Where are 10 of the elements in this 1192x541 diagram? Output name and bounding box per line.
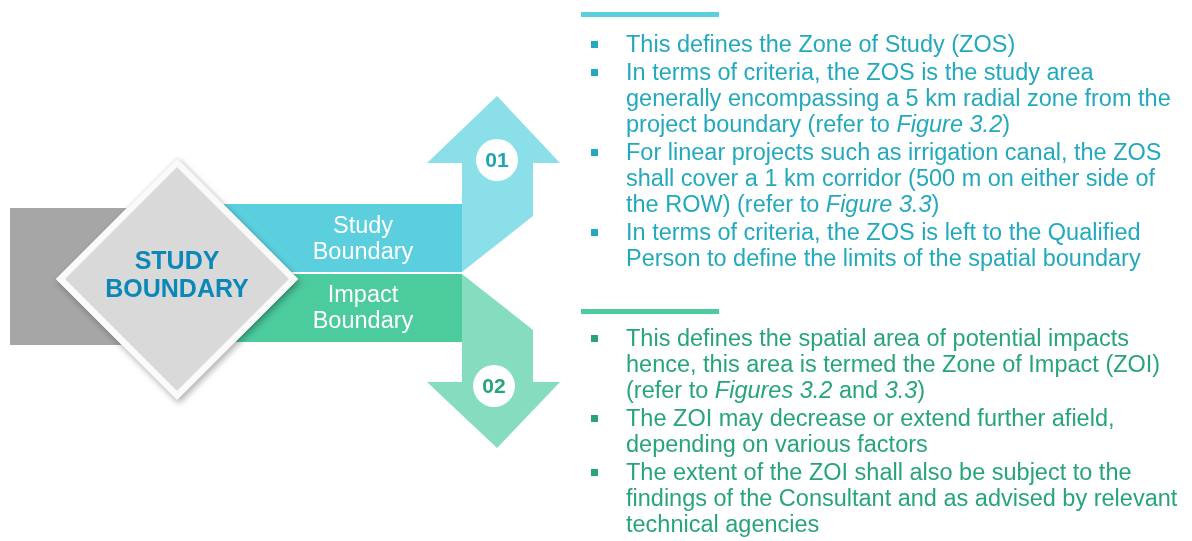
bullet-text: This defines the Zone of Study (ZOS) bbox=[626, 31, 1017, 57]
bullet-text: For linear projects such as irrigation canal, the ZOS shall cover a 1 km corridor (500 m on either side of the ROW) (refer to Figure 3.3) bbox=[626, 139, 1163, 217]
bullet-text: The ZOI may decrease or extend further afield, depending on various factors bbox=[626, 405, 1116, 457]
band-label: Study Boundary bbox=[311, 212, 415, 264]
diamond-title: STUDY BOUNDARY bbox=[104, 246, 250, 302]
bullet-text: In terms of criteria, the ZOS is the study area generally encompassing a 5 km radial zone from the project boundary (refer to Figure 3.2) bbox=[626, 59, 1172, 137]
bullet-text: In terms of criteria, the ZOS is left to the Qualified Person to define the limits of the spatial boundary bbox=[626, 219, 1142, 271]
bullet-text: The extent of the ZOI shall also be subject to the findings of the Consultant and as advised by relevant technical agencies bbox=[626, 459, 1179, 537]
bullet-text: This defines the spatial area of potential impacts hence, this area is termed the Zone of Impact (ZOI) (refer to Figures 3.2 and 3.3) bbox=[626, 325, 1162, 403]
band-label: Impact Boundary bbox=[311, 281, 415, 333]
